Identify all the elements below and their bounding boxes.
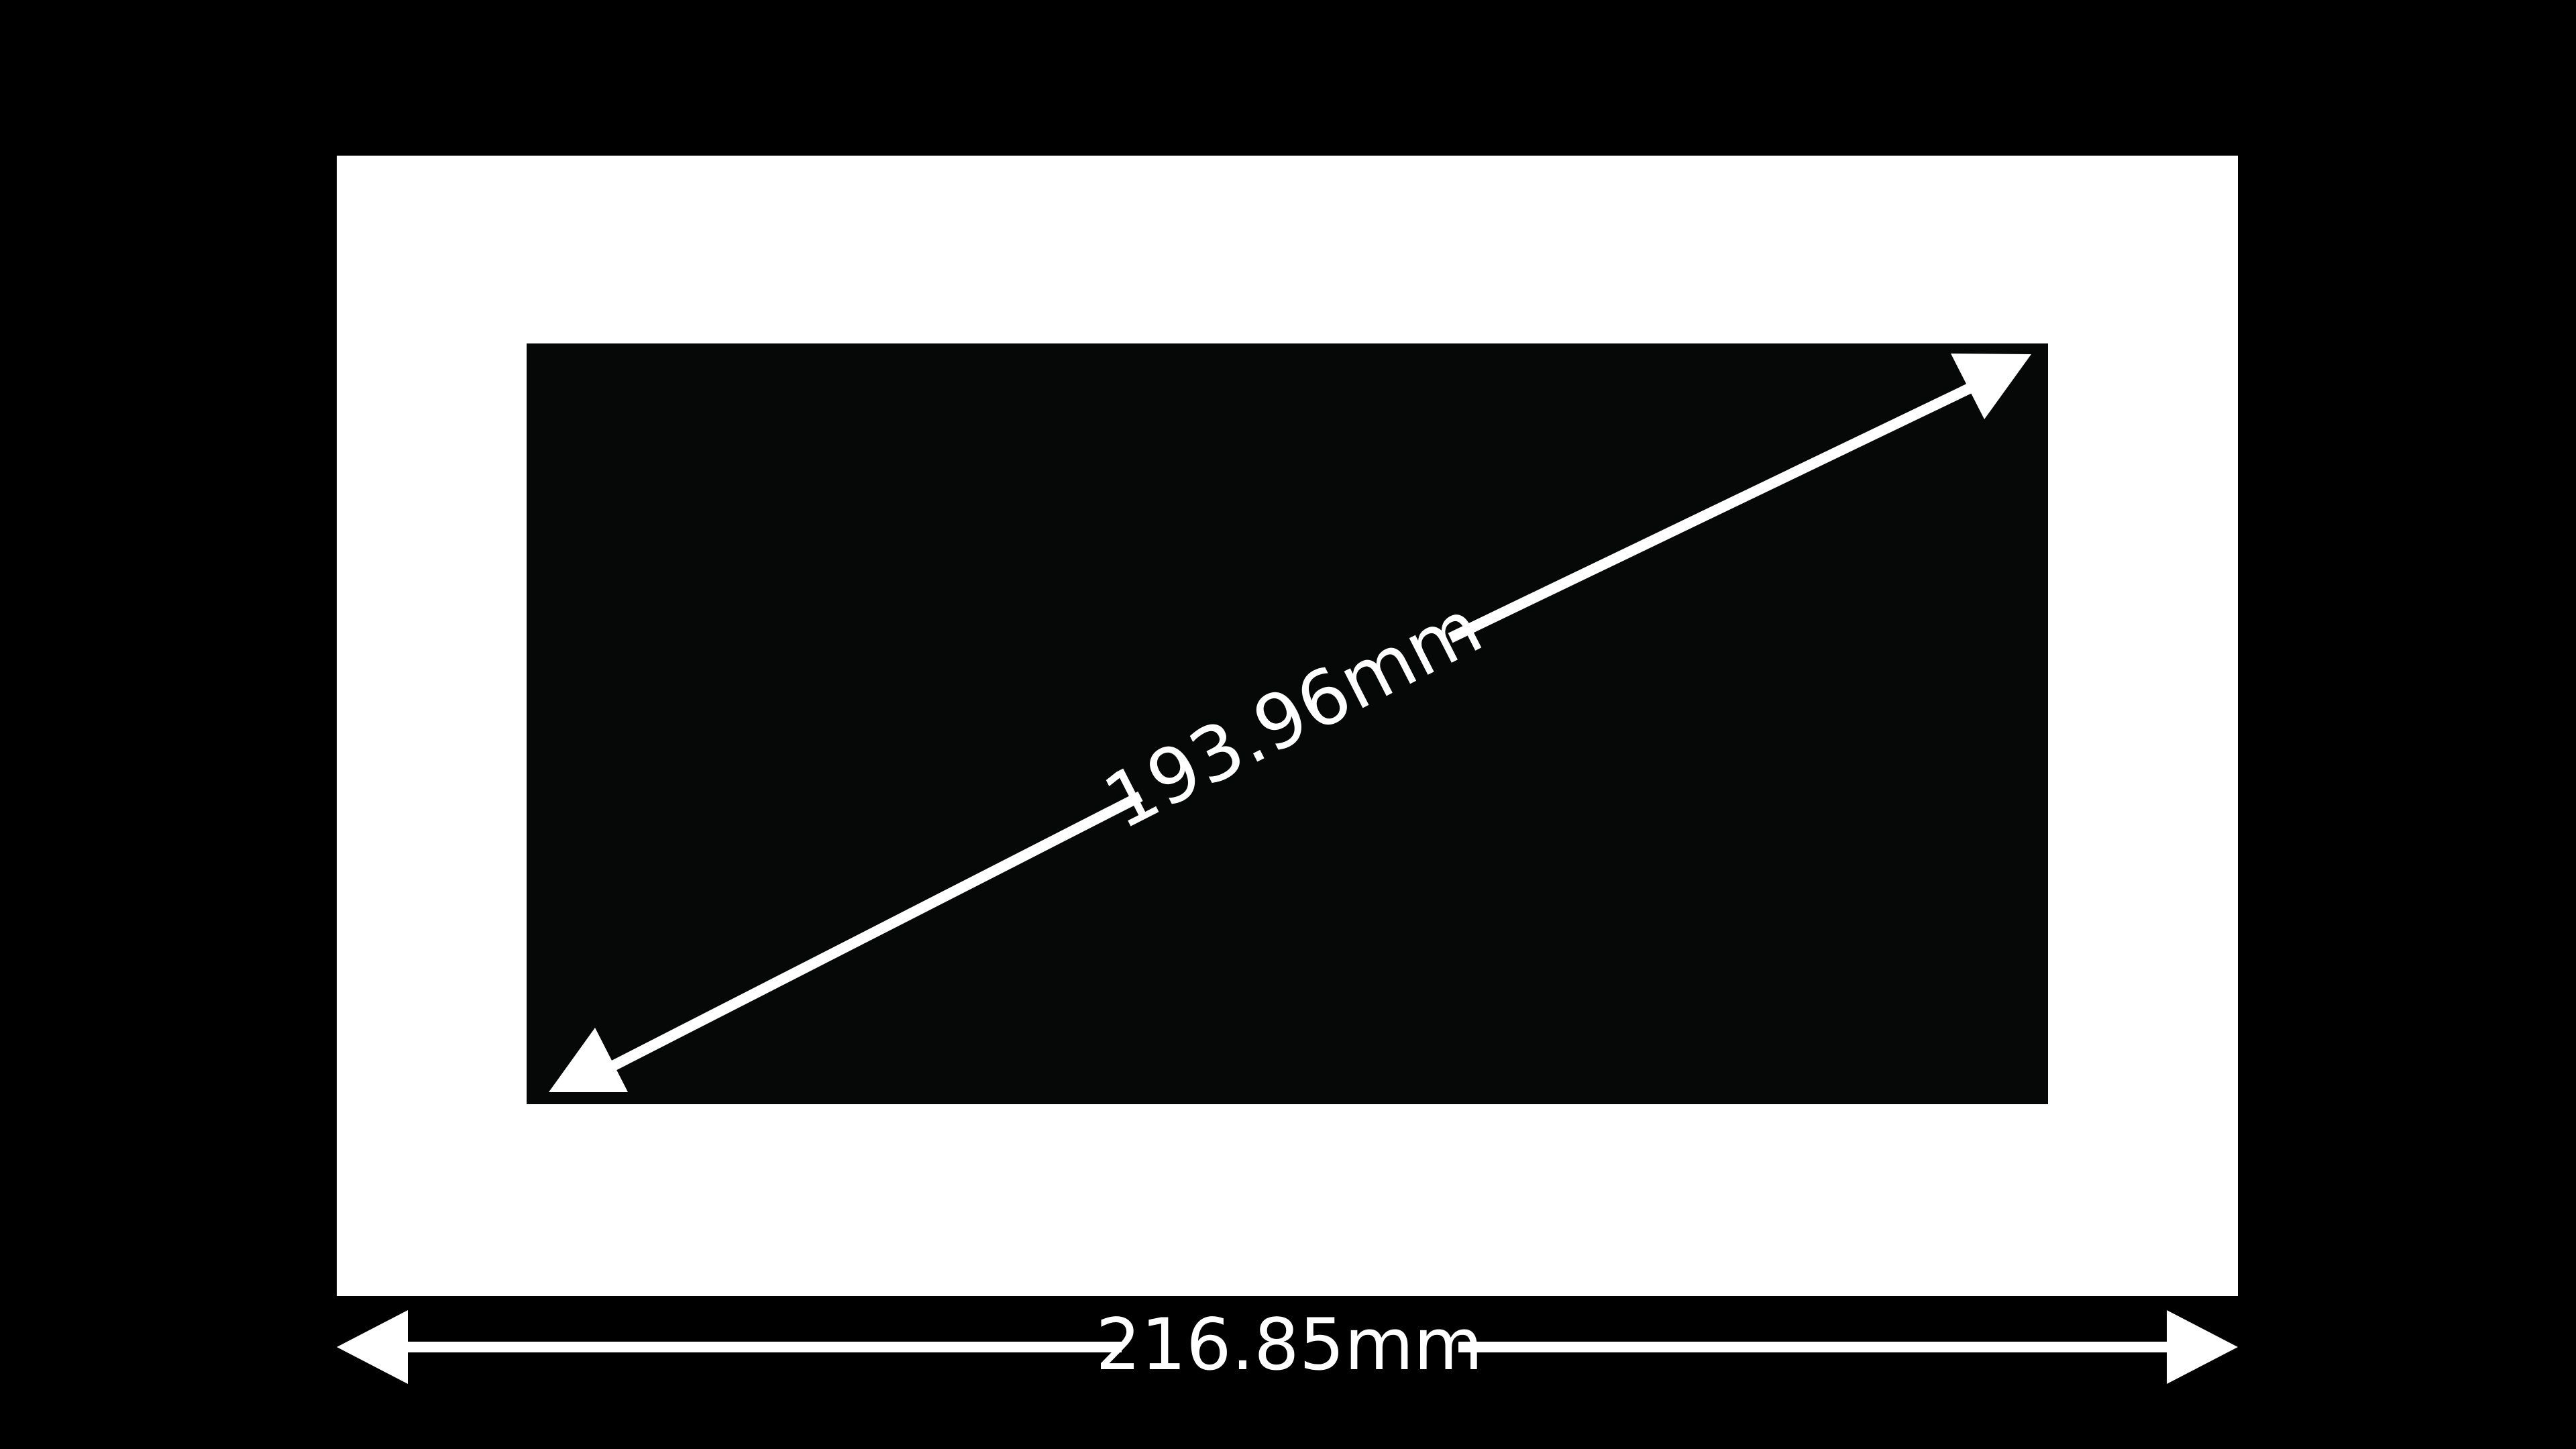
width-arrowhead-left (337, 1310, 408, 1384)
width-dimension-label: 216.85mm (1095, 1303, 1483, 1386)
width-arrowhead-right (2167, 1310, 2238, 1384)
diagonal-arrowhead-lower-left (549, 1028, 628, 1092)
diagonal-arrow-line-lower (598, 791, 1143, 1077)
width-dimension-arrow: 216.85mm (337, 1303, 2238, 1386)
diagonal-arrowhead-upper-right (1951, 354, 2031, 419)
diagonal-arrow-line-upper (1448, 380, 1978, 643)
